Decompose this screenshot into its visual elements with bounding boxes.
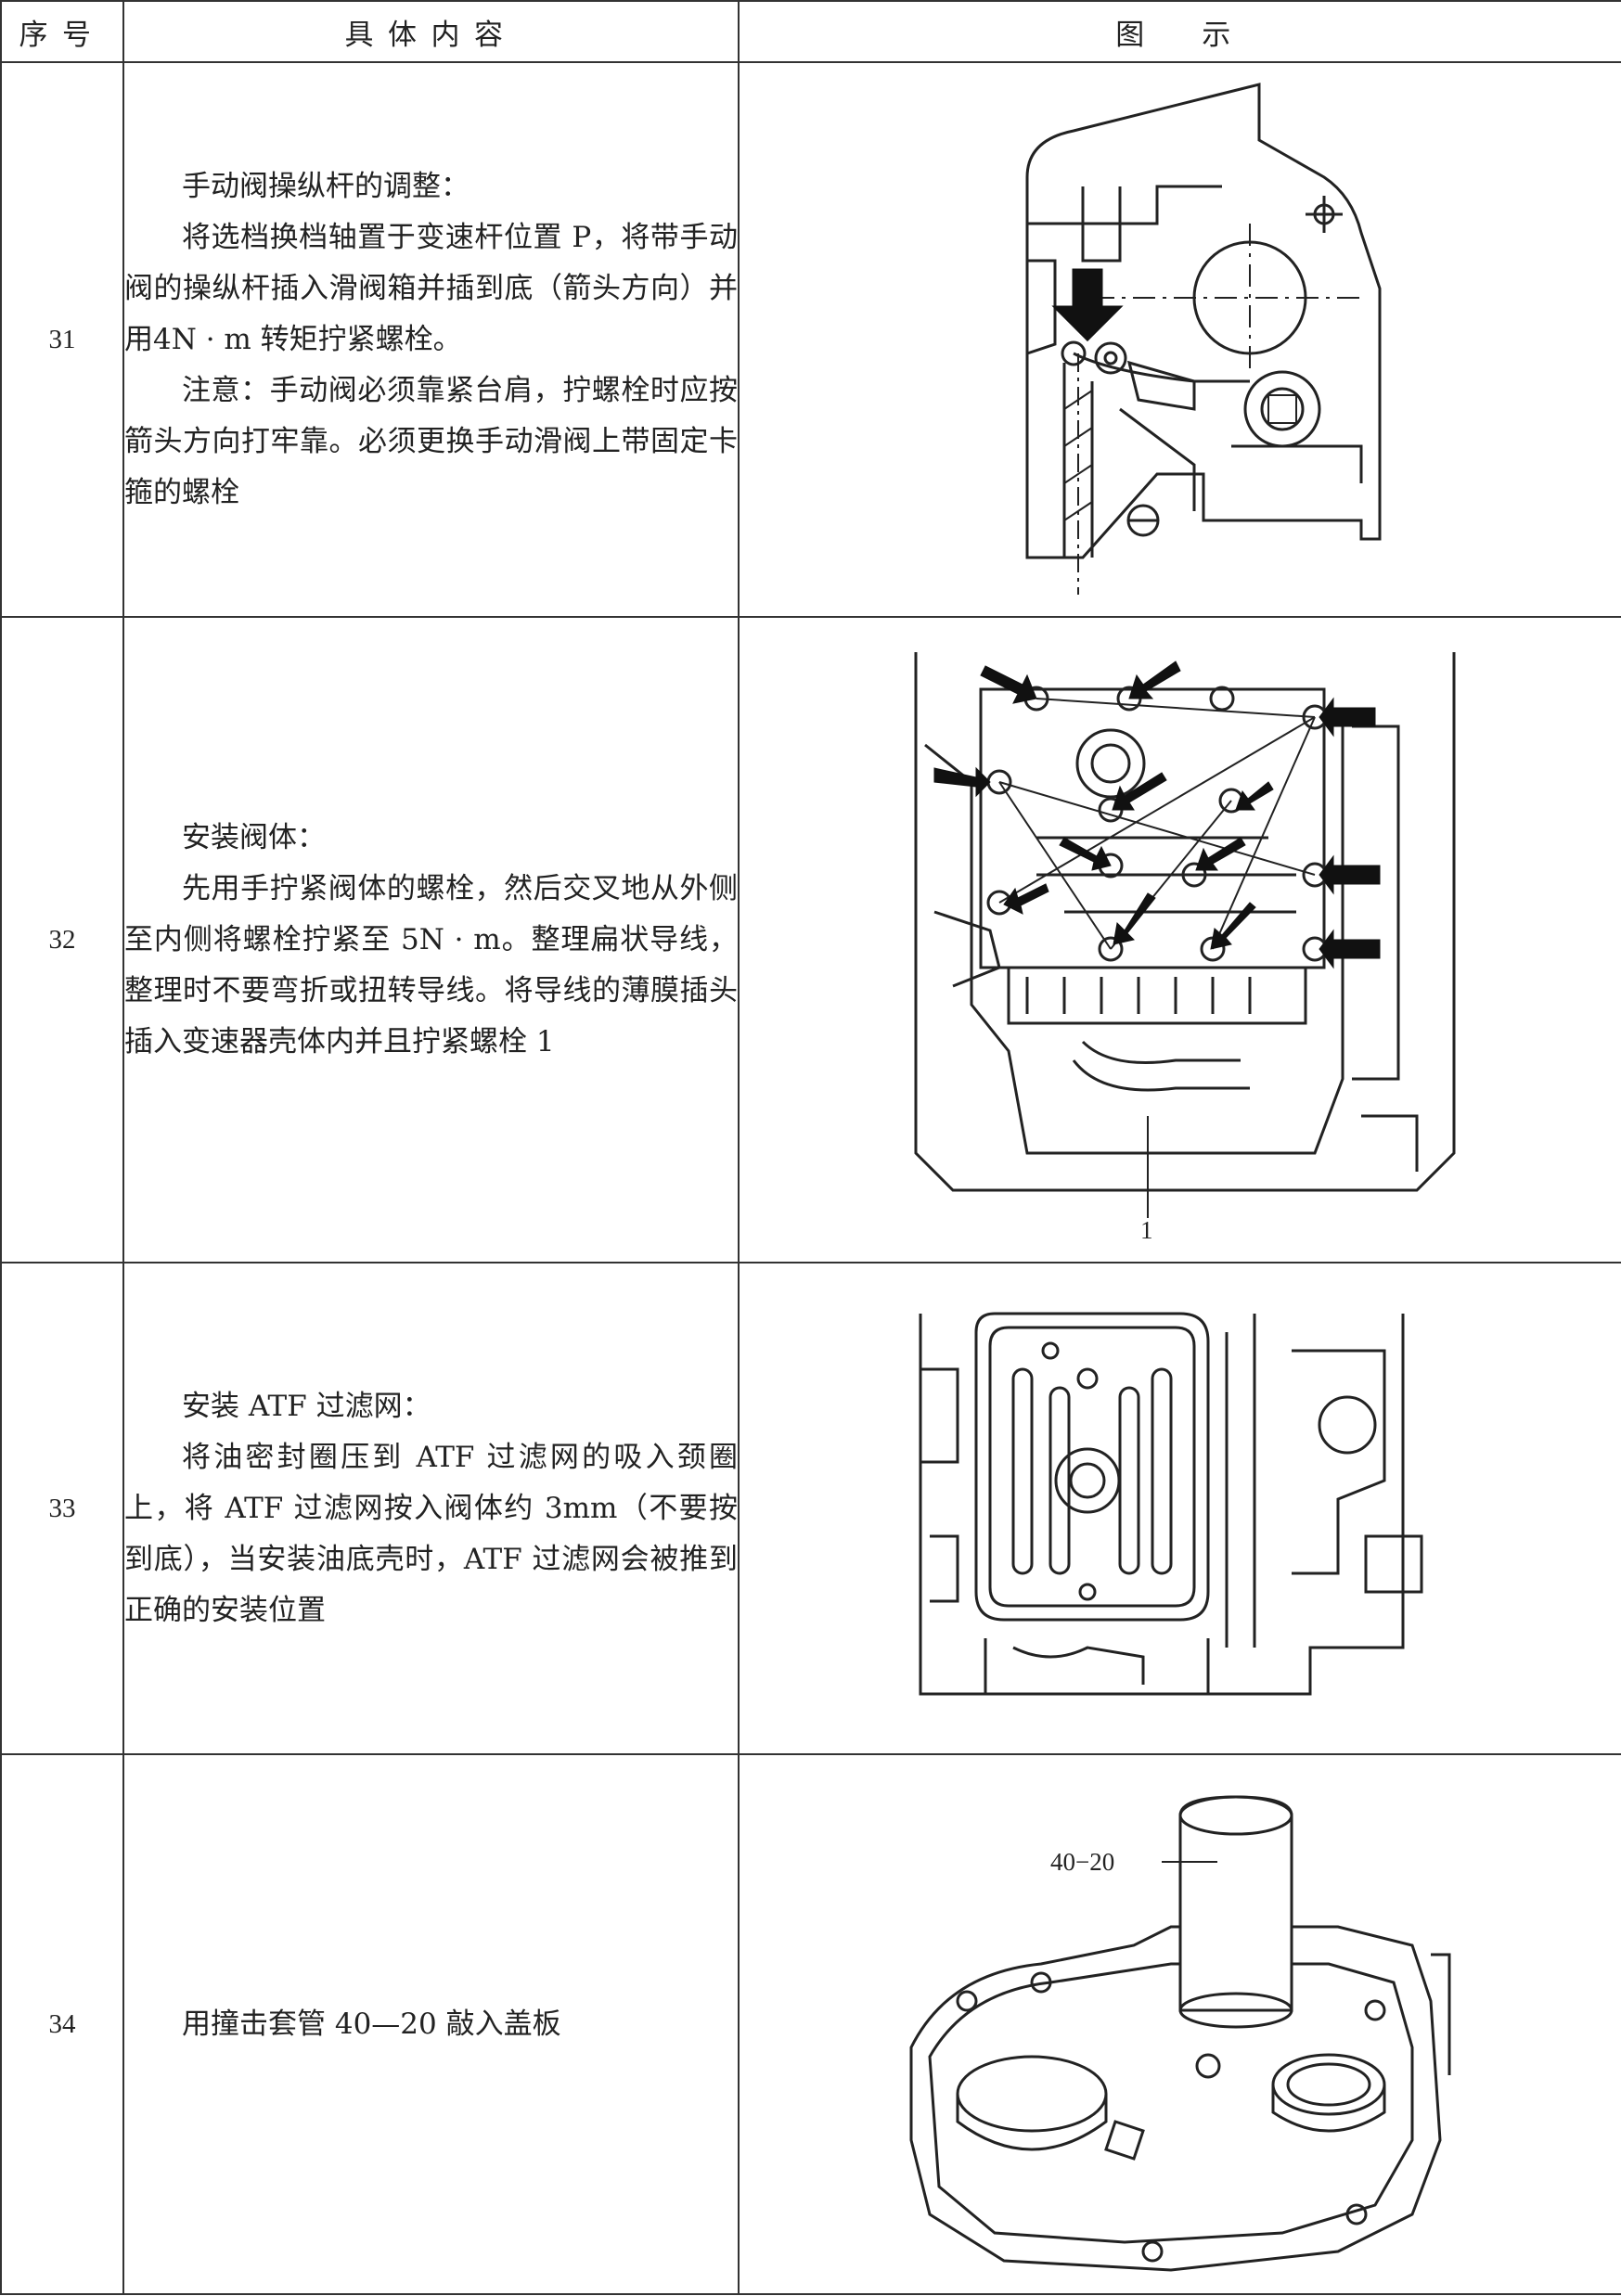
step-paragraph: 安装阀体： — [182, 820, 326, 854]
step-content: 用撞击套管 40—20 敲入盖板 — [122, 1753, 740, 2295]
step-number: 32 — [0, 616, 124, 1263]
step-figure — [738, 1262, 1621, 1755]
step-number: 31 — [0, 61, 124, 618]
step-figure: 1 — [738, 616, 1621, 1263]
table-row: 32 安装阀体： 先用手拧紧阀体的螺栓，然后交叉地从外侧至内侧将螺栓拧紧至 5N… — [0, 616, 1621, 1263]
table-header-row: 序号 具体内容 图 示 — [0, 0, 1621, 63]
header-number: 序号 — [0, 0, 124, 63]
step-content: 手动阀操纵杆的调整： 将选档换档轴置于变速杆位置 P，将带手动阀的操纵杆插入滑阀… — [122, 61, 740, 618]
table-row: 33 安装 ATF 过滤网： 将油密封圈压到 ATF 过滤网的吸入颈圈上，将 A… — [0, 1262, 1621, 1755]
manual-valve-lever-drawing — [1025, 83, 1382, 595]
step-number: 33 — [0, 1262, 124, 1755]
table-row: 31 手动阀操纵杆的调整： 将选档换档轴置于变速杆位置 P，将带手动阀的操纵杆插… — [0, 61, 1621, 618]
step-number: 34 — [0, 1753, 124, 2295]
header-figure: 图 示 — [738, 0, 1621, 63]
step-paragraph: 将选档换档轴置于变速杆位置 P，将带手动阀的操纵杆插入滑阀箱并插到底（箭头方向）… — [124, 220, 738, 356]
step-paragraph: 将油密封圈压到 ATF 过滤网的吸入颈圈上，将 ATF 过滤网按入阀体约 3mm… — [124, 1440, 738, 1627]
step-figure: 40−20 — [738, 1753, 1621, 2295]
step-paragraph: 注意：手动阀必须靠紧台肩，拧螺栓时应按箭头方向打牢靠。必须更换手动滑阀上带固定卡… — [124, 373, 738, 509]
step-content: 安装 ATF 过滤网： 将油密封圈压到 ATF 过滤网的吸入颈圈上，将 ATF … — [122, 1262, 740, 1755]
step-paragraph: 安装 ATF 过滤网： — [182, 1389, 431, 1423]
step-figure — [738, 61, 1621, 618]
step-paragraph: 先用手拧紧阀体的螺栓，然后交叉地从外侧至内侧将螺栓拧紧至 5N · m。整理扁状… — [124, 871, 738, 1058]
step-paragraph: 用撞击套管 40—20 敲入盖板 — [182, 2007, 561, 2041]
valve-body-bolts-drawing: 1 — [914, 652, 1456, 1244]
step-content: 安装阀体： 先用手拧紧阀体的螺栓，然后交叉地从外侧至内侧将螺栓拧紧至 5N · … — [122, 616, 740, 1263]
step-paragraph: 手动阀操纵杆的调整： — [182, 169, 470, 203]
table-row: 34 用撞击套管 40—20 敲入盖板 40−20 — [0, 1753, 1621, 2295]
drift-sleeve-drawing: 40−20 — [909, 1795, 1451, 2272]
atf-filter-drawing — [919, 1312, 1423, 1696]
figure-callout-label: 40−20 — [1050, 1848, 1114, 1876]
header-content: 具体内容 — [122, 0, 740, 63]
figure-callout-label: 1 — [1140, 1216, 1153, 1244]
